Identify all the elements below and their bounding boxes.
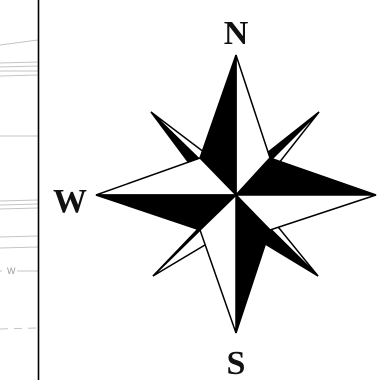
- compass-cardinal-points: [96, 55, 376, 333]
- compass-rose-icon: [96, 55, 376, 333]
- map-fragment: W: [0, 0, 39, 380]
- compass-west-label: W: [53, 183, 87, 220]
- compass-north-label: N: [224, 15, 249, 52]
- map-edge-label: W: [7, 266, 16, 276]
- compass-south-label: S: [227, 345, 246, 380]
